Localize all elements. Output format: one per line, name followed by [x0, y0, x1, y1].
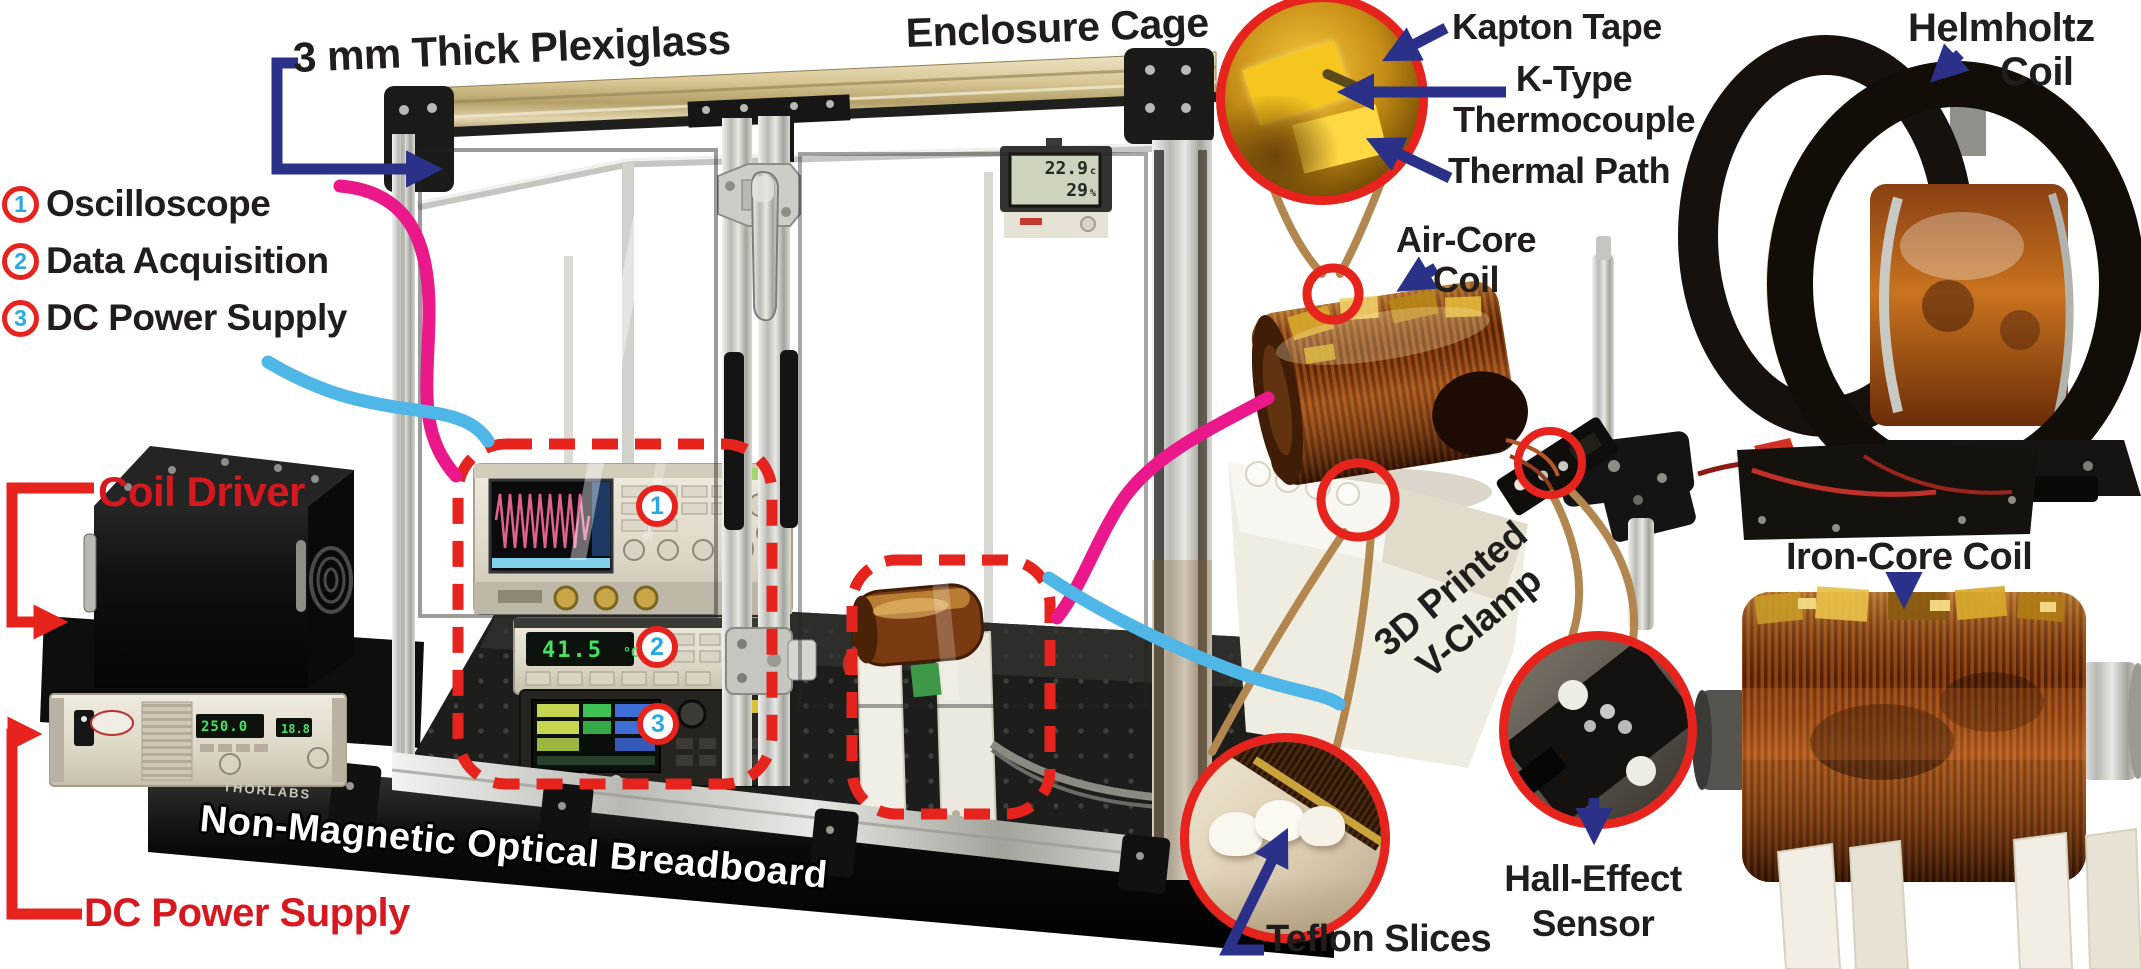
coil-in-cage [842, 583, 1243, 842]
hall-line2: Sensor [1531, 903, 1655, 944]
pink-curve-legend [333, 179, 463, 483]
red-brackets [6, 482, 94, 920]
cage-front-frame [326, 48, 1217, 894]
legend-num-1: 1 [2, 186, 39, 223]
hall-line1: Hall-Effect [1504, 858, 1682, 899]
solder-pad [1584, 720, 1596, 732]
legend-label-oscilloscope: Oscilloscope [46, 183, 271, 224]
rack-psu [49, 693, 347, 787]
pcb-hole [1626, 756, 1656, 786]
dc-power-supply-label: DC Power Supply [84, 891, 410, 935]
air-core-line1: Air-Core [1395, 219, 1537, 260]
dc-psu-bracket [6, 716, 82, 920]
marker-oscilloscope: 1 [636, 485, 678, 527]
helmholtz-label-line1: Helmholtz [1908, 6, 2095, 50]
teflon-floor [1189, 874, 1381, 934]
k-type-line1: K-Type [1515, 58, 1633, 99]
blue-curve-legend [261, 355, 495, 448]
legend-label-psu: DC Power Supply [46, 297, 347, 338]
sensor-post-photo [1496, 236, 1696, 630]
air-core-arrow [1396, 256, 1439, 292]
legend-label-daq: Data Acquisition [46, 240, 329, 281]
thermometer-temp-unit: c [1089, 166, 1096, 177]
solder-pad [1618, 720, 1632, 734]
kapton-arrow [1382, 23, 1449, 62]
daq-unit: °C [622, 646, 639, 661]
air-core-coil-label: Air-Core Coil [1382, 220, 1550, 300]
solder-pad [1600, 704, 1615, 719]
kapton-shadow [1225, 96, 1345, 196]
iron-core-label: Iron-Core Coil [1786, 536, 2033, 578]
corner-bracket-right [1124, 48, 1214, 144]
door-latch [717, 163, 801, 322]
teflon-slice [1299, 806, 1345, 846]
instrument-stack-callout [452, 438, 778, 790]
rack-psu-value2: 18.8 [281, 722, 310, 736]
teflon-arrow [1219, 827, 1289, 956]
helmholtz-inner-coils [1870, 184, 2074, 426]
thermometer-humidity-value: 29 [1066, 180, 1088, 201]
air-core-line2: Coil [1433, 259, 1500, 300]
daq-unit [513, 617, 775, 695]
thermometer-temp-readout: 22.9 c [1014, 158, 1096, 179]
k-type-thermocouple-label: K-Type Thermocouple [1448, 58, 1700, 140]
detail-rings [1302, 263, 1586, 542]
thermometer-humidity-readout: 29 % [1014, 180, 1096, 201]
k-type-line2: Thermocouple [1452, 99, 1696, 140]
marker-psu: 3 [637, 703, 679, 745]
coil-driver-box [83, 446, 354, 688]
plexiglass-arrow [271, 57, 444, 188]
pink-curve-coil [1050, 391, 1275, 625]
helmholtz-photo [1678, 35, 2141, 507]
hall-sensor-inset [1499, 631, 1697, 829]
thermo-hygrometer [1000, 138, 1112, 238]
navy-arrows [271, 23, 1970, 956]
legend-num-2: 2 [2, 243, 39, 280]
coil-driver-bracket [6, 482, 94, 640]
teflon-slices-label: Teflon Slices [1266, 918, 1492, 960]
marker-daq: 2 [636, 626, 678, 668]
thermal-path-arrow [1365, 137, 1453, 183]
legend-num-3: 3 [2, 300, 39, 337]
rack-psu-readout-1: 250.0 [201, 719, 248, 735]
cage-coil-callout [846, 554, 1056, 820]
coil-driver-label: Coil Driver [98, 468, 305, 515]
iron-core-photo [1692, 442, 2141, 969]
helmholtz-label-line2: Coil [2000, 50, 2074, 94]
hall-sensor-label: Hall-Effect Sensor [1488, 856, 1698, 946]
fan-grille [309, 546, 353, 614]
thermal-path-label: Thermal Path [1448, 150, 1671, 191]
blue-curve-clamp [1042, 571, 1346, 711]
thermometer-temp-value: 22.9 [1044, 158, 1088, 179]
daq-value: 41.5 [542, 638, 603, 663]
helmholtz-arrow [1929, 43, 1970, 83]
pointer-curves [261, 179, 1346, 711]
rack-psu-readout-2: 18.8 [281, 722, 310, 736]
printed-v-blocks [1776, 827, 2141, 969]
kapton-tape-label: Kapton Tape [1452, 6, 1662, 47]
daq-readout: 41.5 °C [542, 638, 639, 663]
rack-psu-value: 250.0 [201, 719, 249, 735]
teflon-slice [1209, 812, 1263, 856]
thermometer-humidity-unit: % [1089, 188, 1096, 199]
